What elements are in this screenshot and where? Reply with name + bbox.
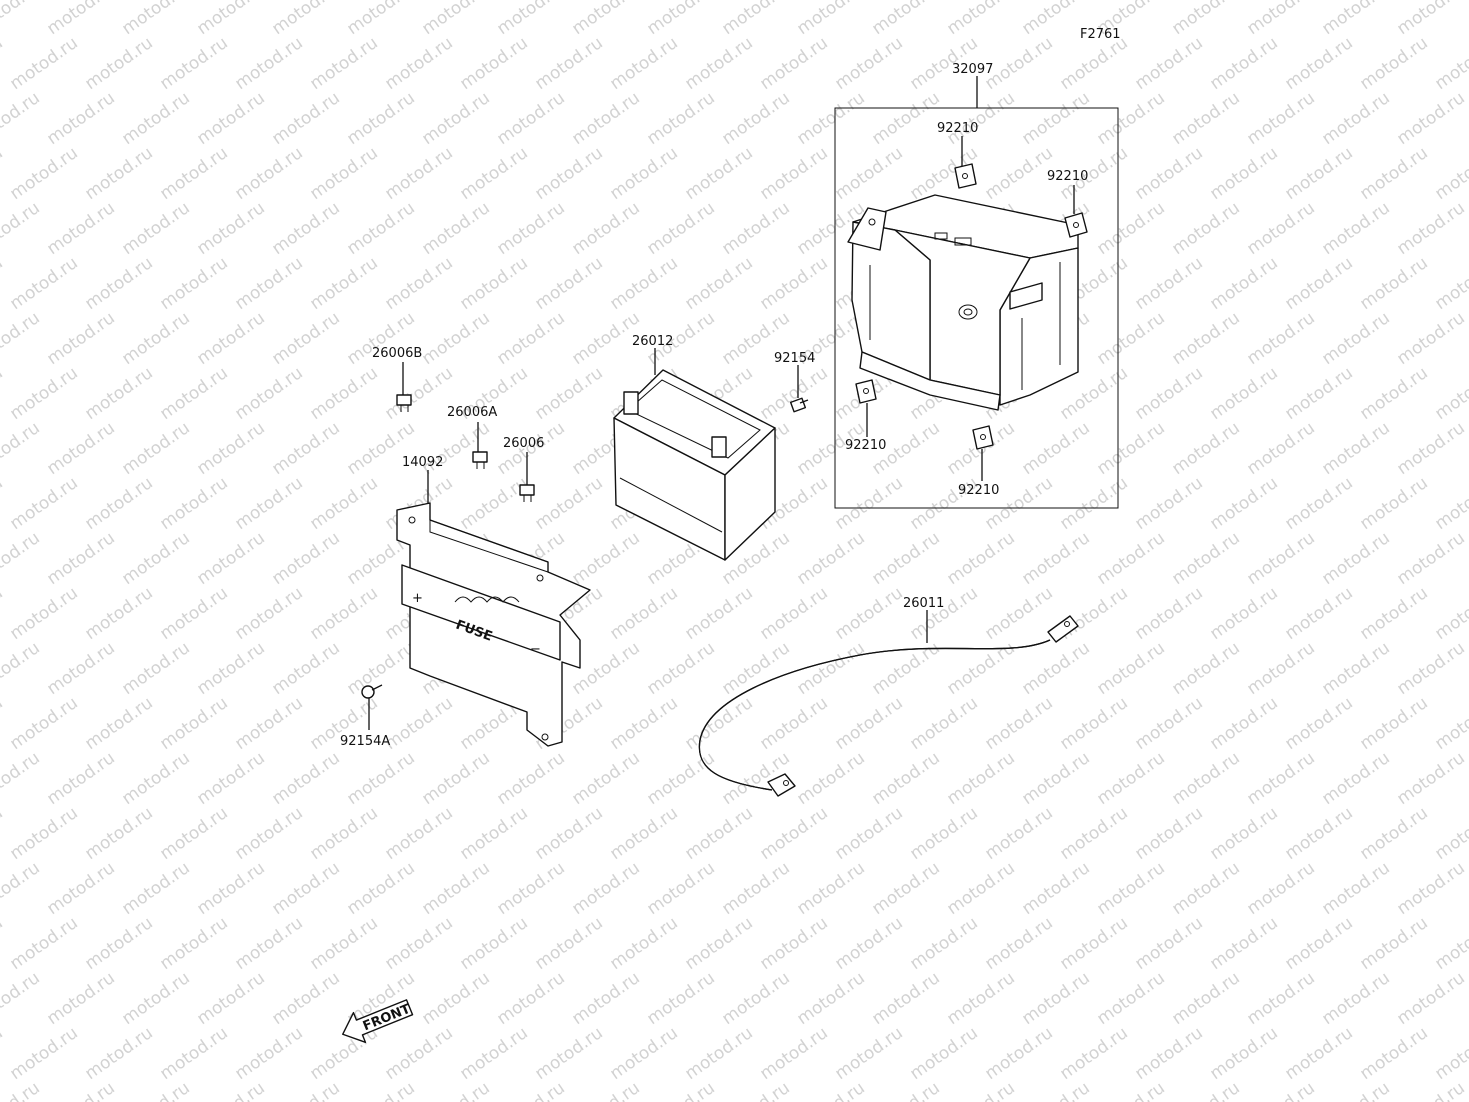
label-92210-c[interactable]: 92210 (845, 438, 886, 453)
fuse-26006B[interactable] (396, 394, 412, 412)
cable-26011[interactable] (698, 615, 1079, 797)
part-32097-group: 32097 (834, 62, 1119, 509)
label-26011[interactable]: 26011 (903, 596, 944, 611)
clip-92210-c[interactable] (855, 379, 877, 404)
battery-case-drawing[interactable] (847, 194, 1079, 411)
label-92210-d[interactable]: 92210 (958, 483, 999, 498)
label-14092[interactable]: 14092 (402, 455, 443, 470)
bolt-92154[interactable] (789, 397, 809, 413)
front-arrow-text: FRONT (361, 1002, 413, 1035)
label-32097[interactable]: 32097 (952, 62, 993, 77)
front-arrow: FRONT (342, 999, 414, 1044)
screw-92154A[interactable] (361, 684, 383, 699)
fuse-bracket-14092[interactable]: + − FUSE (396, 502, 591, 747)
label-26012[interactable]: 26012 (632, 334, 673, 349)
label-26006[interactable]: 26006 (503, 436, 544, 451)
clip-92210-d[interactable] (972, 425, 994, 450)
label-92210-a[interactable]: 92210 (937, 121, 978, 136)
bracket-minus: − (530, 642, 541, 657)
label-26006A[interactable]: 26006A (447, 405, 497, 420)
label-92154[interactable]: 92154 (774, 351, 815, 366)
bracket-plus: + (412, 591, 423, 606)
clip-92210-b[interactable] (1064, 212, 1088, 238)
battery-26012[interactable] (613, 369, 776, 561)
label-92210-b[interactable]: 92210 (1047, 169, 1088, 184)
label-26006B[interactable]: 26006B (372, 346, 422, 361)
figure-code: F2761 (1080, 27, 1121, 42)
fuse-26006[interactable] (519, 484, 535, 502)
clip-92210-a[interactable] (954, 163, 977, 189)
label-92154A[interactable]: 92154A (340, 734, 390, 749)
fuse-26006A[interactable] (472, 451, 488, 469)
